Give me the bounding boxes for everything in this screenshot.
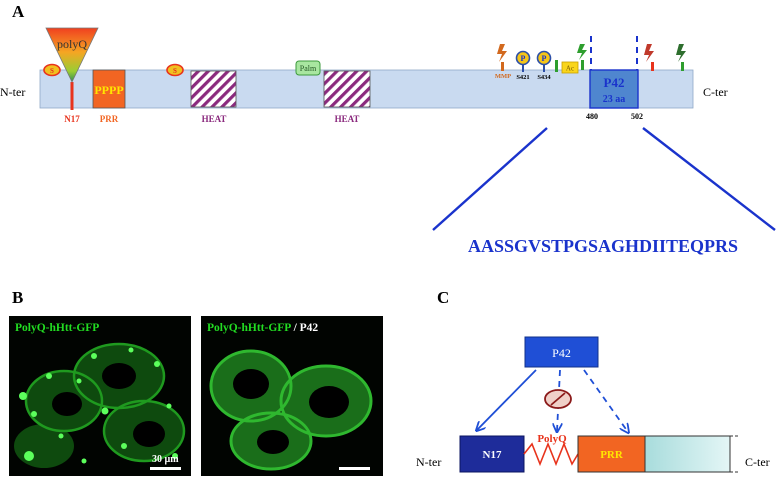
c-n17-label: N17 [483,449,502,461]
c-cter-box [644,435,731,473]
micrograph-left-image [9,316,191,476]
c-prr-box [577,435,646,473]
palm-box [295,60,321,76]
pppp-label: PPPP [94,83,123,97]
pos-480-label: 480 [586,112,598,121]
heat-label-1: HEAT [202,114,227,124]
ac-box [561,61,579,74]
ac-label: Ac [566,65,574,73]
p42-sequence: AASSGVSTPGSAGHDIITEQPRS [468,236,738,256]
s-oval-2-label: S [173,67,177,75]
n-ter-label: N-ter [0,85,25,99]
blocked-sign-slash [550,392,566,406]
mmp-stem [501,62,504,71]
scale-bar-right [339,467,370,470]
red-lightning-icon [644,44,654,62]
scale-bar-label: 30 µm [152,454,179,465]
scale-bar-left [150,467,181,470]
right-caption: PolyQ-hHtt-GFP / P42 [207,322,318,334]
polyq-triangle [45,27,99,83]
dark-green-lightning-stem [681,62,684,71]
c-p42-label: P42 [552,346,571,360]
s434-label: S434 [537,74,551,81]
phospho-circle-2 [536,50,552,66]
c-c-ter-label: C-ter [745,455,770,469]
s421-label: S421 [516,74,529,81]
s-oval-1-label: S [50,67,54,75]
c-polyq-label: PolyQ [537,433,567,445]
palm-label: Palm [300,64,317,73]
prr-box [92,69,126,109]
arrow-to-n17 [477,369,537,430]
zoom-line-right [642,127,776,231]
c-n17-box [459,435,525,473]
heat-domain-1 [190,70,237,108]
panel-c-letter: C [437,288,449,307]
phospho-circle-1 [515,50,531,66]
red-lightning-stem [651,62,654,71]
pos-502-label: 502 [631,112,643,121]
zoom-line-left [432,127,548,231]
panel-a-letter: A [12,2,25,21]
phospho-label-1: P [521,54,526,63]
p42-box-sub: 23 aa [603,94,626,105]
s-oval-2 [166,63,184,77]
polyq-zigzag [523,441,579,467]
panel-b-letter: B [12,288,23,307]
micrograph-right: PolyQ-hHtt-GFP / P42 [201,316,383,476]
left-caption: PolyQ-hHtt-GFP [15,322,99,334]
green-tick-1 [555,60,558,72]
micrograph-right-image [201,316,383,476]
left-caption-text: PolyQ-hHtt-GFP [15,322,100,334]
green-lightning-stem [581,60,584,70]
right-caption-white: P42 [299,322,319,334]
prr-label: PRR [100,114,119,124]
green-lightning-icon [577,44,587,60]
s-oval-1 [43,63,61,77]
heat-label-2: HEAT [335,114,360,124]
dark-green-lightning-icon [676,44,686,62]
right-caption-green: PolyQ-hHtt-GFP [207,322,291,334]
mmp-label: MMP [495,73,511,80]
c-ter-label: C-ter [703,85,728,99]
p42-box-title: P42 [604,75,625,90]
n17-label: N17 [64,114,80,124]
arrow-to-prr [583,369,628,432]
c-prr-label: PRR [600,449,624,461]
mmp-lightning-icon [497,44,507,62]
heat-domain-2 [323,70,371,108]
micrograph-left: PolyQ-hHtt-GFP 30 µm [9,316,191,476]
polyq-label: polyQ [57,37,87,51]
p42-box [589,69,639,109]
phospho-label-2: P [542,54,547,63]
c-n-ter-label: N-ter [416,455,441,469]
c-p42-box [524,336,599,368]
right-caption-sep: / [290,322,300,334]
